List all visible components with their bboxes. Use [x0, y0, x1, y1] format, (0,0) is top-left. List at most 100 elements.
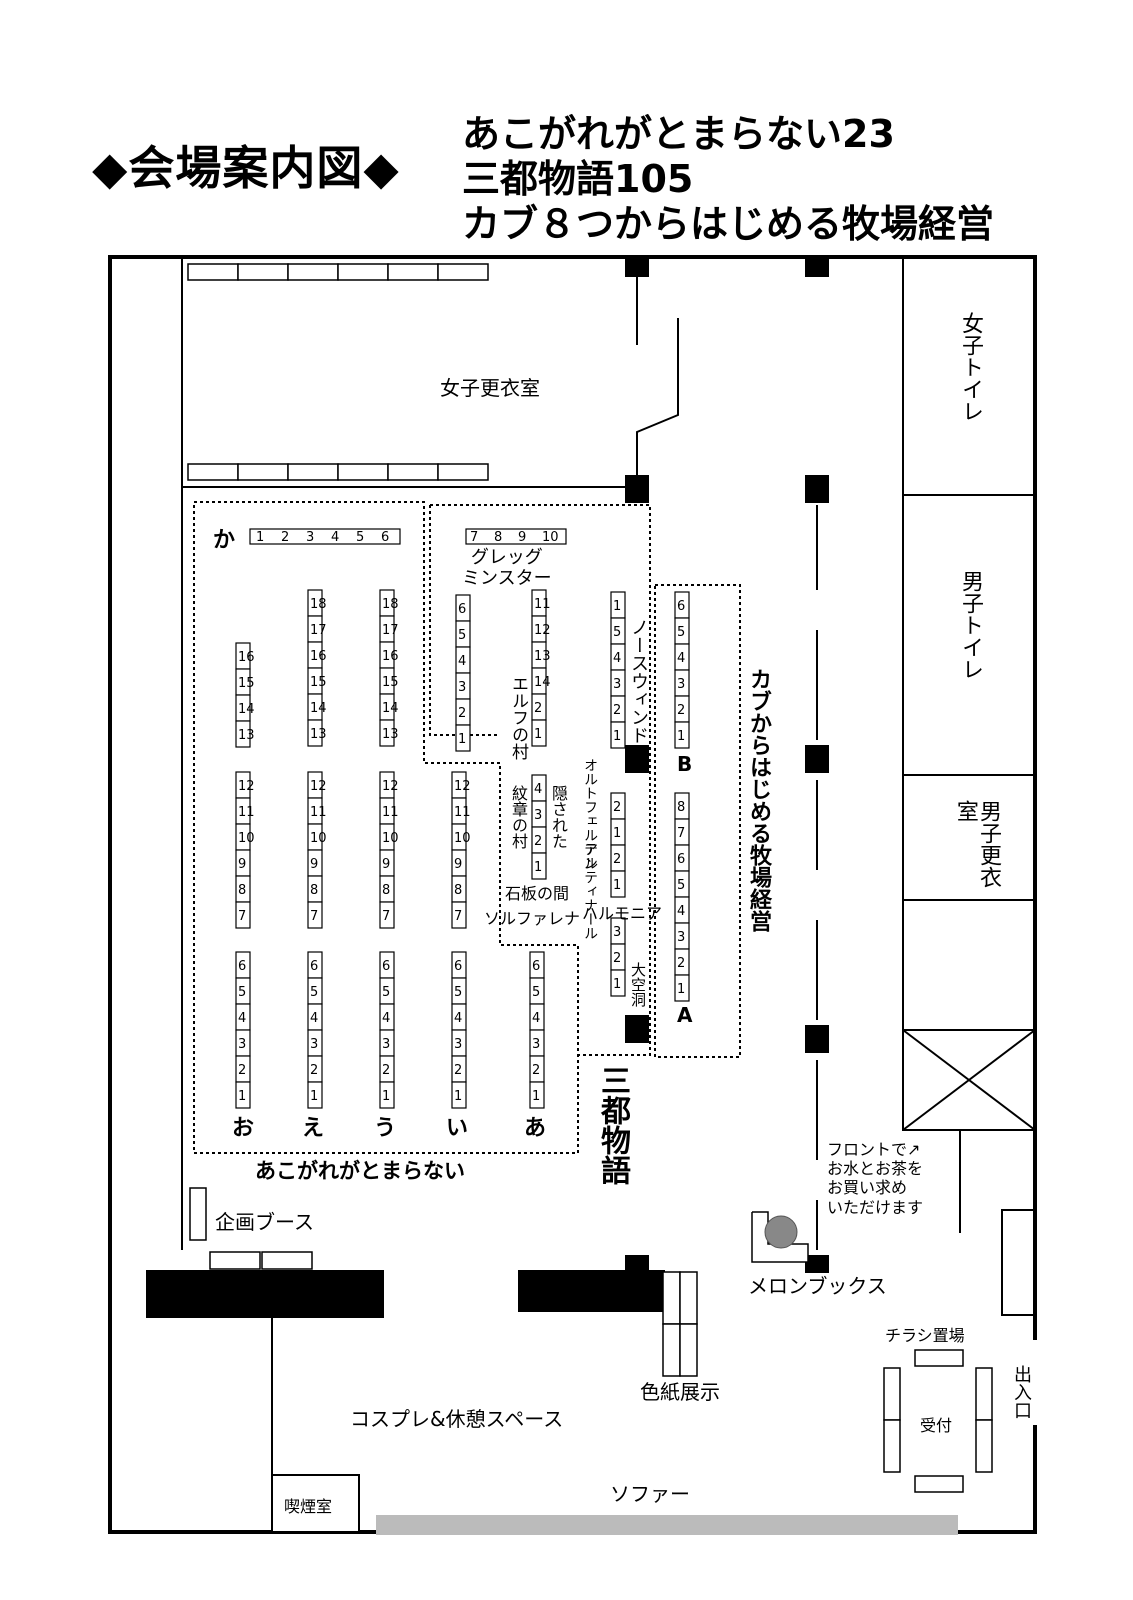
booth-number: 4	[534, 782, 542, 797]
ka-row-number: 6	[381, 530, 389, 545]
booth-number: 12	[534, 623, 551, 638]
booth-number: 10	[454, 831, 471, 846]
booth-number: 1	[613, 977, 621, 992]
booth-number: 3	[613, 677, 621, 692]
booth-number: 2	[382, 1063, 390, 1078]
booth-number: 5	[613, 625, 621, 640]
mens-changing-room-label: 男子更衣室	[952, 800, 1001, 888]
womens-toilet-label: 女子トイレ	[958, 312, 983, 422]
booth-table	[529, 1081, 545, 1109]
booth-number: 17	[382, 623, 399, 638]
booth-number: 5	[458, 628, 466, 643]
booth-number: 16	[382, 649, 399, 664]
booth-number: 1	[613, 729, 621, 744]
event-title-1: あこがれがとまらない23	[462, 112, 895, 156]
booth-number: 3	[458, 680, 466, 695]
booth-number: 13	[382, 727, 399, 742]
row-label-a: あ	[524, 1116, 547, 1141]
booth-number: 12	[238, 779, 255, 794]
booth-number: 6	[532, 959, 540, 974]
booth-number: 2	[454, 1063, 462, 1078]
booth-number: 5	[238, 985, 246, 1000]
row-label-A: A	[677, 1003, 693, 1027]
booth-number: 13	[310, 727, 327, 742]
booth-number: 14	[534, 675, 551, 690]
booth-number: 15	[382, 675, 399, 690]
womens-changing-room-label: 女子更衣室	[440, 376, 540, 400]
row-label-e: え	[302, 1116, 325, 1141]
booth-table	[235, 901, 251, 929]
booth-number: 4	[310, 1011, 318, 1026]
booth-number: 2	[613, 852, 621, 867]
booth-number: 1	[458, 732, 466, 747]
booth-number: 5	[677, 878, 685, 893]
ka-row-number: 4	[331, 530, 339, 545]
booth-number: 4	[382, 1011, 390, 1026]
smoking-room-label: 喫煙室	[284, 1497, 333, 1516]
booth-table	[235, 720, 251, 748]
booth-table	[307, 719, 323, 747]
ka-row-number: 5	[356, 530, 364, 545]
booth-number: 15	[238, 676, 255, 691]
booth-number: 10	[238, 831, 255, 846]
booth-number: 1	[238, 1089, 246, 1104]
booth-table	[235, 1081, 251, 1109]
booth-table	[674, 974, 690, 1002]
booth-number: 6	[238, 959, 246, 974]
sofa-label: ソファー	[610, 1482, 690, 1506]
booth-table	[379, 901, 395, 929]
booth-number: 17	[310, 623, 327, 638]
booth-number: 1	[613, 826, 621, 841]
booth-number: 9	[310, 857, 318, 872]
zone-hidden: 隠された	[549, 785, 568, 849]
booth-table	[455, 724, 471, 752]
booth-number: 18	[382, 597, 399, 612]
row-label-o: お	[232, 1116, 255, 1141]
booth-number: 3	[677, 677, 685, 692]
booth-number: 2	[613, 800, 621, 815]
booth-number: 9	[454, 857, 462, 872]
zone-harmonia: ハルモニア	[582, 904, 663, 923]
booth-number: 5	[532, 985, 540, 1000]
booth-number: 16	[310, 649, 327, 664]
booth-number: 5	[310, 985, 318, 1000]
booth-number: 18	[310, 597, 327, 612]
booth-number: 6	[458, 602, 466, 617]
melonbooks-label: メロンブックス	[748, 1274, 887, 1298]
lockers-top	[187, 263, 489, 481]
booth-number: 10	[382, 831, 399, 846]
zone-gregg: グレッグ ミンスター	[462, 547, 552, 589]
booth-number: 1	[310, 1089, 318, 1104]
booth-number: 8	[310, 883, 318, 898]
booth-table	[307, 901, 323, 929]
booth-number: 7	[238, 909, 246, 924]
booth-number: 8	[382, 883, 390, 898]
booth-number: 7	[382, 909, 390, 924]
zone-north-window: ノースウィンドウ	[628, 618, 649, 762]
row-label-i: い	[446, 1116, 469, 1141]
booth-table	[674, 721, 690, 749]
booth-number: 15	[310, 675, 327, 690]
booth-number: 3	[382, 1037, 390, 1052]
booth-number: 5	[454, 985, 462, 1000]
booth-number: 13	[534, 649, 551, 664]
event-title-3: カブ８つからはじめる牧場経営	[462, 202, 995, 246]
counter-left	[146, 1270, 384, 1318]
kikaku-booth-label: 企画ブース	[215, 1210, 314, 1234]
booth-number: 2	[458, 706, 466, 721]
booth-number: 11	[454, 805, 471, 820]
booth-number: 1	[534, 860, 542, 875]
booth-number: 2	[613, 951, 621, 966]
booth-table	[610, 870, 626, 898]
booth-number: 9	[238, 857, 246, 872]
booth-table	[451, 1081, 467, 1109]
booth-number: 8	[238, 883, 246, 898]
booth-number: 2	[310, 1063, 318, 1078]
booth-number: 2	[677, 956, 685, 971]
booth-number: 4	[454, 1011, 462, 1026]
booth-number: 1	[532, 1089, 540, 1104]
akogare-area-label: あこがれがとまらない	[255, 1159, 465, 1183]
ka-row-number: 2	[281, 530, 289, 545]
zone-elf: エルフの村	[508, 675, 528, 760]
booth-number: 14	[238, 702, 255, 717]
